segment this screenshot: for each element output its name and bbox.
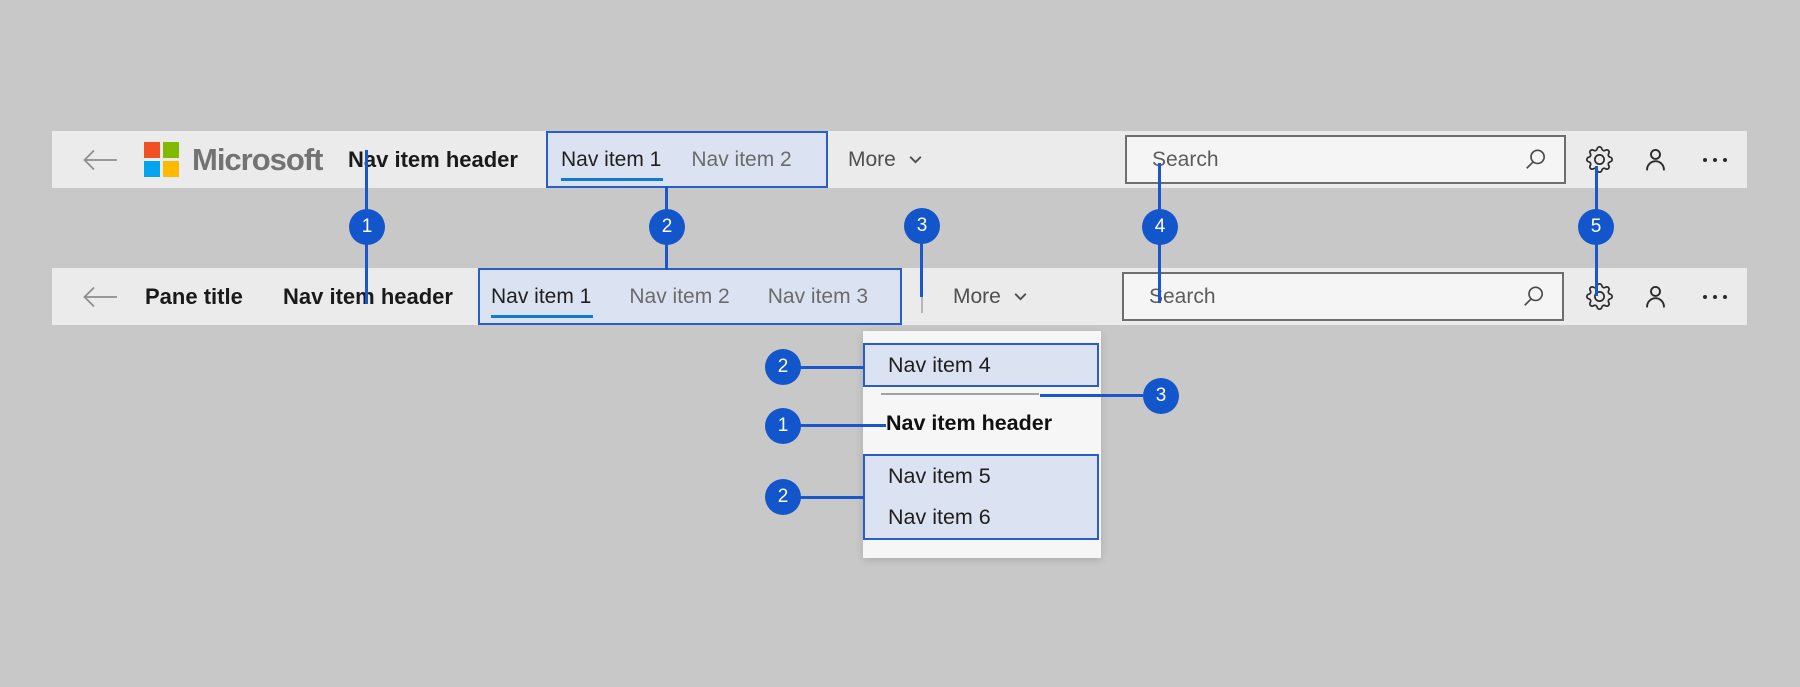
top-search-box [1125, 135, 1566, 184]
nav-more-divider [921, 297, 923, 313]
selected-underline [561, 177, 664, 181]
logo-square-green [163, 142, 179, 158]
top-more-button[interactable]: More [848, 131, 924, 188]
callout-badge-menu-items: 2 [765, 479, 801, 515]
pane-more-options-button[interactable] [1695, 268, 1735, 325]
menu-item-nav5[interactable]: Nav item 5 [888, 464, 991, 488]
callout-line-menu-divider [1040, 394, 1143, 397]
search-icon[interactable] [1515, 147, 1564, 172]
top-nav-item-header: Nav item header [348, 146, 518, 172]
back-button[interactable] [77, 131, 123, 188]
logo-square-yellow [163, 161, 179, 177]
pane-nav-item-2[interactable]: Nav item 2 [629, 284, 730, 308]
callout-badge-2: 2 [649, 209, 685, 245]
top-account-button[interactable] [1635, 131, 1675, 188]
top-nav-items-highlight-box: Nav item 1 Nav item 2 [546, 131, 828, 188]
menu-divider [881, 393, 1039, 395]
ellipsis-icon [1703, 294, 1727, 299]
callout-badge-4: 4 [1142, 209, 1178, 245]
menu-section-header: Nav item header [886, 410, 1053, 435]
callout-badge-menu-divider: 3 [1143, 378, 1179, 414]
menu-item-nav4[interactable]: Nav item 4 [863, 343, 1099, 387]
pane-back-button[interactable] [77, 268, 123, 325]
top-more-options-button[interactable] [1695, 131, 1735, 188]
top-nav-item-2[interactable]: Nav item 2 [691, 147, 792, 171]
person-icon [1645, 148, 1665, 171]
top-nav-item-1[interactable]: Nav item 1 [561, 148, 664, 181]
pane-nav-items-highlight-box: Nav item 1 Nav item 2 Nav item 3 [478, 268, 902, 325]
callout-badge-menu-item4: 2 [765, 349, 801, 385]
search-icon[interactable] [1513, 284, 1562, 309]
callout-badge-menu-header: 1 [765, 408, 801, 444]
logo-square-red [144, 142, 160, 158]
gear-icon [1585, 283, 1613, 310]
microsoft-logo-grid-icon [144, 142, 179, 177]
pane-header-bar: Pane title Nav item header Nav item 1 Na… [52, 268, 1747, 325]
back-arrow-icon [83, 149, 117, 170]
microsoft-logo-text: Microsoft [192, 141, 323, 177]
gear-icon [1585, 146, 1613, 173]
top-search-input[interactable] [1127, 147, 1515, 172]
callout-badge-3: 3 [904, 208, 940, 244]
menu-items-highlight-box: Nav item 5 Nav item 6 [863, 454, 1099, 540]
callout-line-menu-item4 [784, 366, 864, 369]
logo-square-blue [144, 161, 160, 177]
callout-line-3 [920, 226, 923, 297]
chevron-down-icon [909, 156, 922, 164]
ellipsis-icon [1703, 157, 1727, 162]
callout-badge-5: 5 [1578, 209, 1614, 245]
pane-title: Pane title [145, 283, 243, 309]
callout-line-menu-header [784, 424, 886, 427]
pane-nav-item-3[interactable]: Nav item 3 [767, 284, 869, 308]
menu-item-nav6[interactable]: Nav item 6 [888, 505, 991, 529]
pane-search-box [1122, 272, 1564, 321]
pane-account-button[interactable] [1635, 268, 1675, 325]
selected-underline [491, 314, 594, 318]
pane-settings-button[interactable] [1579, 268, 1619, 325]
pane-more-button[interactable]: More [953, 268, 1029, 325]
top-settings-button[interactable] [1579, 131, 1619, 188]
person-icon [1645, 285, 1665, 308]
overflow-menu: Nav item 4 Nav item header Nav item 5 Na… [863, 331, 1101, 558]
chevron-down-icon [1014, 293, 1027, 301]
callout-badge-1: 1 [349, 209, 385, 245]
app-header-bar: Microsoft Nav item header Nav item 1 Nav… [52, 131, 1747, 188]
callout-line-menu-items [784, 496, 864, 499]
microsoft-logo[interactable]: Microsoft [144, 131, 323, 188]
back-arrow-icon [83, 286, 117, 307]
pane-search-input[interactable] [1124, 284, 1513, 309]
pane-nav-item-1[interactable]: Nav item 1 [491, 285, 594, 318]
